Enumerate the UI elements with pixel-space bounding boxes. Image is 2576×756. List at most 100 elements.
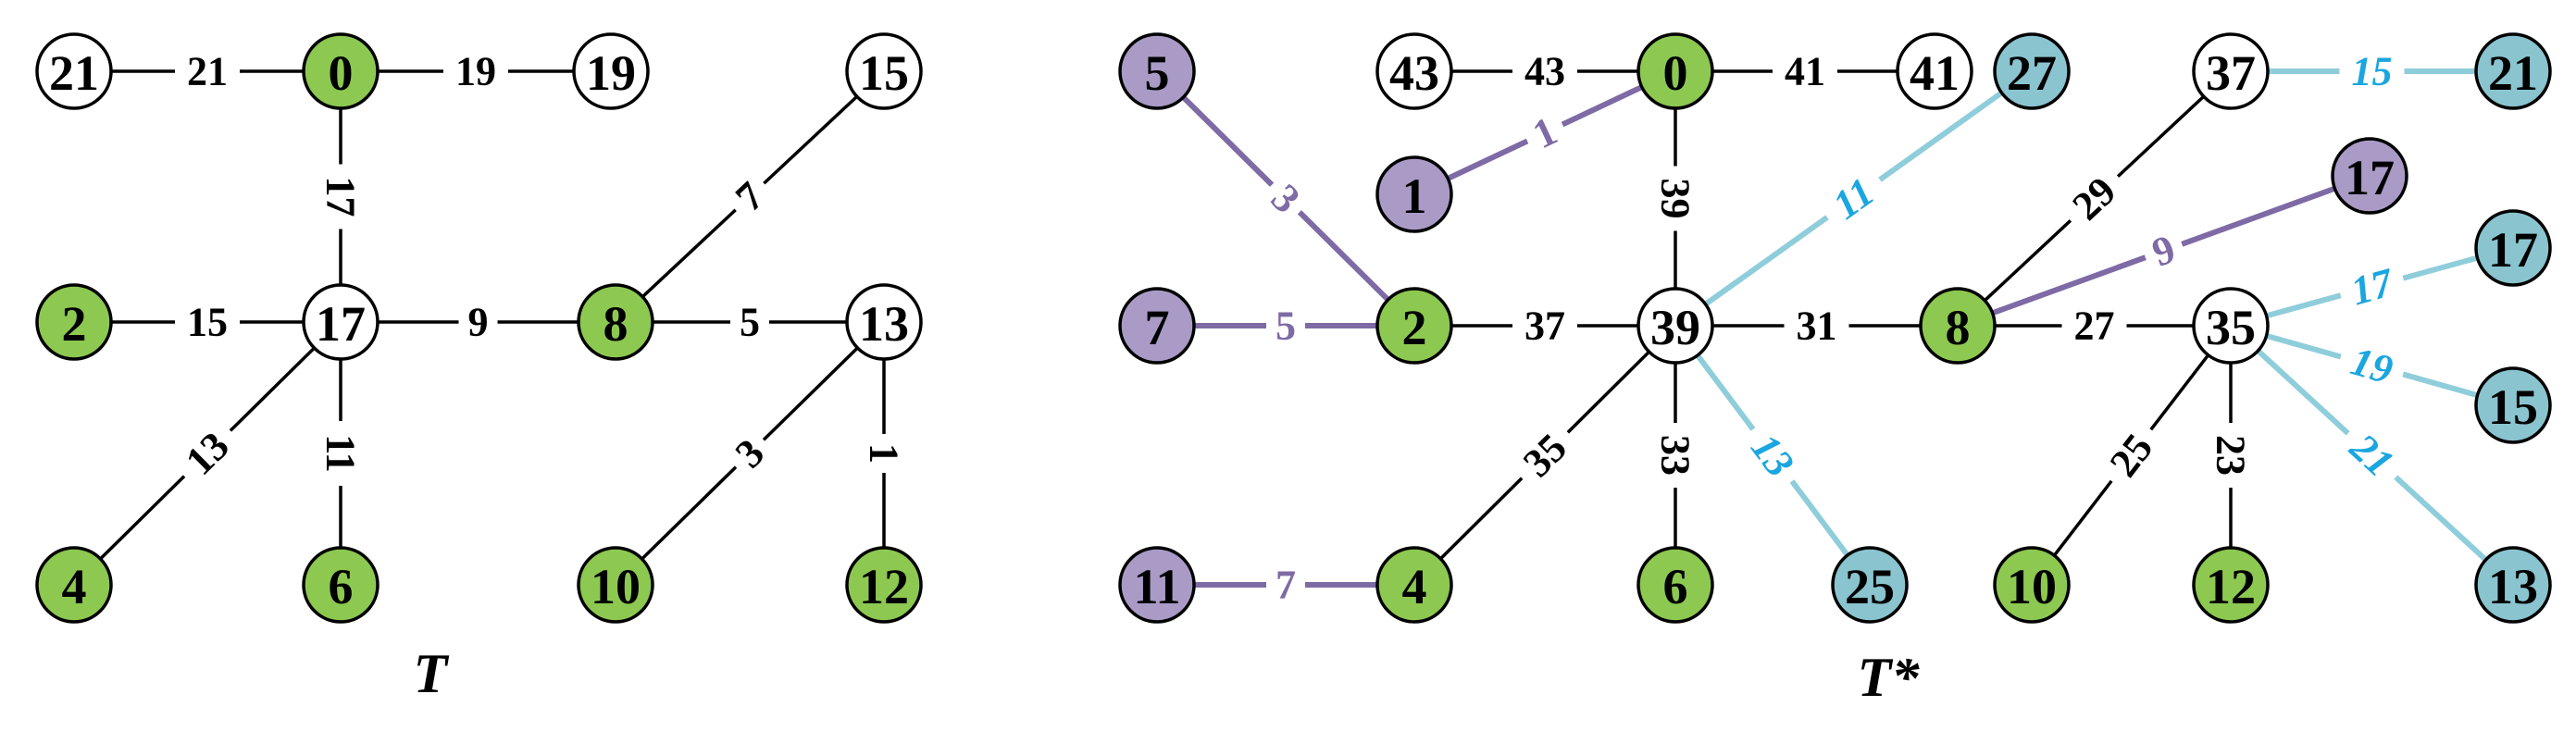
edge-label: 39: [1653, 179, 1699, 219]
edge-label-backing: [2056, 160, 2133, 237]
node-label: 11: [1133, 559, 1180, 614]
node-label: 0: [329, 45, 354, 101]
node-label: 12: [859, 559, 909, 614]
edge-label-backing: [1518, 105, 1572, 161]
node-a19: 19: [572, 32, 650, 110]
node-b17p: 17: [2331, 137, 2408, 215]
node-label: 43: [1389, 45, 1439, 101]
node-label: 37: [2206, 45, 2256, 101]
node-label: 41: [1910, 45, 1960, 101]
node-label: 27: [2007, 45, 2057, 101]
node-circle: [845, 283, 923, 361]
node-circle: [1375, 287, 1453, 365]
node-b25: 25: [1831, 546, 1909, 624]
node-circle: [572, 32, 650, 110]
edge-label-backing: [2094, 416, 2169, 494]
edge-label-backing: [2333, 417, 2410, 493]
edge-label-backing: [1654, 423, 1697, 488]
node-circle: [845, 546, 923, 624]
edge-label: 17: [318, 177, 364, 217]
edge-label-backing: [1773, 50, 1837, 93]
node-circle: [1636, 287, 1714, 365]
edge-label-backing: [168, 415, 246, 491]
node-label: 15: [2488, 379, 2538, 435]
node-circle: [2192, 32, 2270, 110]
node-label: 5: [1145, 45, 1170, 101]
node-circle: [2474, 366, 2552, 444]
node-a0: 0: [302, 32, 380, 110]
node-label: 6: [1663, 559, 1688, 614]
edge-label: 15: [2352, 49, 2393, 94]
edge-label-backing: [720, 424, 779, 483]
node-circle: [2474, 546, 2552, 624]
edge-label: 21: [187, 49, 228, 94]
node-label: 8: [604, 296, 628, 352]
node-circle: [577, 546, 654, 624]
node-circle: [1636, 546, 1714, 624]
node-circle: [2474, 209, 2552, 287]
node-label: 8: [1946, 300, 1971, 355]
edge-label-backing: [730, 301, 769, 343]
node-b35: 35: [2192, 287, 2270, 365]
edge-label-backing: [2339, 50, 2405, 93]
edge-label-backing: [2334, 336, 2409, 395]
edge-label-backing: [2137, 224, 2190, 278]
node-a17: 17: [302, 283, 380, 361]
node-b12: 12: [2192, 546, 2270, 624]
node-label: 4: [1402, 559, 1427, 614]
node-a4: 4: [35, 546, 113, 624]
node-b8: 8: [1919, 287, 1997, 365]
node-label: 2: [1402, 300, 1427, 355]
edge-label-backing: [175, 301, 240, 343]
edge-label-backing: [863, 434, 905, 473]
node-b43: 43: [1375, 32, 1453, 110]
edge-label: 7: [1276, 563, 1296, 608]
edge-label-backing: [443, 50, 508, 93]
edge-label: 19: [455, 49, 496, 94]
edge-label-backing: [1256, 169, 1315, 228]
edge-label-backing: [319, 164, 362, 229]
node-label: 13: [859, 296, 909, 352]
node-label: 17: [2488, 222, 2538, 278]
node-b39: 39: [1636, 287, 1714, 365]
node-circle: [35, 283, 113, 361]
edge-label: 9: [468, 300, 489, 345]
edge-label: 31: [1797, 304, 1837, 349]
edge-label: 11: [318, 434, 364, 473]
node-a6: 6: [302, 546, 380, 624]
node-circle: [1896, 32, 1973, 110]
edge-label-backing: [720, 167, 779, 226]
node-label: 13: [2488, 559, 2538, 614]
edge-label-backing: [2209, 423, 2252, 488]
node-label: 10: [2007, 559, 2057, 614]
node-b4: 4: [1375, 546, 1453, 624]
node-label: 21: [49, 45, 99, 101]
edge-label-backing: [1784, 304, 1849, 347]
node-circle: [577, 283, 654, 361]
node-b41: 41: [1896, 32, 1973, 110]
edge-label: 23: [2209, 435, 2254, 476]
node-circle: [2331, 137, 2408, 215]
edge-label: 33: [1653, 435, 1699, 476]
edge-label: 1: [862, 443, 907, 464]
node-circle: [35, 32, 113, 110]
edge-label-backing: [1266, 564, 1305, 606]
node-b37: 37: [2192, 32, 2270, 110]
node-b11: 11: [1118, 546, 1196, 624]
node-circle: [1993, 546, 2071, 624]
node-circle: [302, 283, 380, 361]
node-a2: 2: [35, 283, 113, 361]
edge-label: 43: [1524, 49, 1565, 94]
diagram-caption: T*: [1858, 647, 1921, 708]
node-circle: [2192, 546, 2270, 624]
node-label: 6: [329, 559, 354, 614]
node-a12: 12: [845, 546, 923, 624]
node-label: 25: [1845, 559, 1895, 614]
